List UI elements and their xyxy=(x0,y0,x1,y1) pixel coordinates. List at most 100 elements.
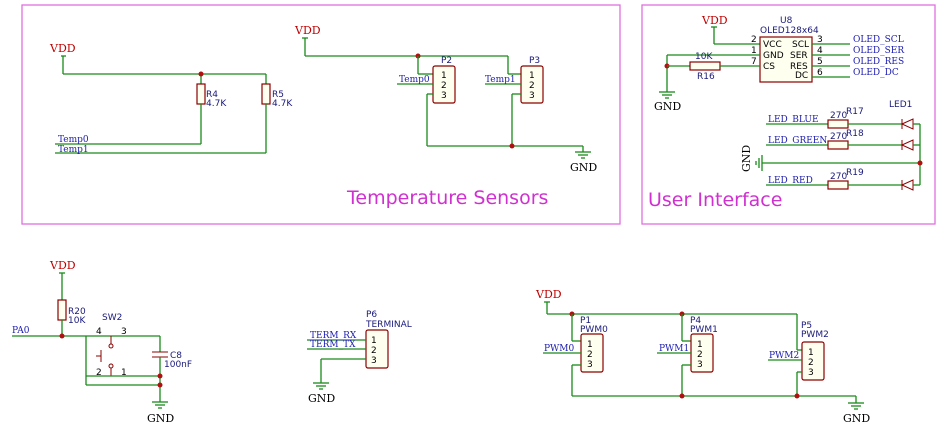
sw2-pin4: 4 xyxy=(96,327,102,337)
net-label-pa0: PA0 xyxy=(12,326,30,336)
p5-pin2: 2 xyxy=(808,358,814,368)
r5-resistor xyxy=(261,83,271,105)
sw2-pin2: 2 xyxy=(96,368,102,378)
p5-ref: P5 xyxy=(801,321,812,331)
c8-value: 100nF xyxy=(164,360,192,370)
oled-pin-vcc: VCC xyxy=(763,40,782,50)
p3-pin1: 1 xyxy=(529,71,535,81)
net-pwm0: PWM0 xyxy=(544,344,575,354)
oled-num-7: 7 xyxy=(751,57,757,67)
junction-dot xyxy=(157,373,163,379)
r19-resistor xyxy=(827,180,849,190)
r4-resistor xyxy=(196,83,206,105)
oled-pin-gnd: GND xyxy=(763,51,784,61)
junction-dot xyxy=(198,71,204,77)
p2-pin2: 2 xyxy=(441,81,447,91)
p6-pin2: 2 xyxy=(371,346,377,356)
sw2-pin3: 3 xyxy=(121,327,127,337)
net-oled-scl: OLED_SCL xyxy=(853,35,904,45)
net-label-temp1-left: Temp1 xyxy=(58,145,89,155)
p4-pin1: 1 xyxy=(697,340,703,350)
p6-ref: P6 xyxy=(366,310,377,320)
r17-ref: R17 xyxy=(846,107,864,117)
gnd-symbol-led xyxy=(755,155,763,171)
p5-pin1: 1 xyxy=(808,348,814,358)
sw2-switch xyxy=(96,336,114,376)
gnd-label-temp: GND xyxy=(570,161,597,174)
net-pwm1: PWM1 xyxy=(659,344,689,354)
net-led-red: LED_RED xyxy=(768,176,813,186)
vdd-label-ui: VDD xyxy=(701,14,728,27)
gnd-symbol-bottom-left xyxy=(152,401,168,409)
net-led-blue: LED_BLUE xyxy=(768,115,819,125)
oled-num-2: 2 xyxy=(751,35,757,45)
net-oled-dc: OLED_DC xyxy=(853,68,899,78)
r20-ref: R20 xyxy=(68,307,86,317)
r20-resistor xyxy=(57,299,67,321)
p4-ref: P4 xyxy=(690,316,701,326)
r4-value: 4.7K xyxy=(206,99,227,109)
net-label-temp1-p3: Temp1 xyxy=(485,75,516,85)
vdd-label-bottom-left: VDD xyxy=(49,259,76,272)
junction-dot xyxy=(509,143,515,149)
r19-value: 270 xyxy=(830,172,847,182)
p6-connector xyxy=(365,329,389,369)
r16-resistor xyxy=(689,61,721,71)
p1-value: PWM0 xyxy=(580,325,608,335)
p3-ref: P3 xyxy=(529,56,540,66)
gnd-symbol-ui xyxy=(659,91,675,99)
oled-pin-res: RES xyxy=(790,62,808,72)
net-oled-ser: OLED_SER xyxy=(853,46,904,56)
r16-value: 10K xyxy=(695,52,713,62)
p1-ref: P1 xyxy=(580,316,591,326)
vdd-label-pwm: VDD xyxy=(535,288,562,301)
sw2-pin1: 1 xyxy=(121,368,127,378)
r17-value: 270 xyxy=(830,111,847,121)
u8-value: OLED128x64 xyxy=(760,26,819,36)
vdd-label-temp-right: VDD xyxy=(294,24,321,37)
oled-pin-ser: SER xyxy=(790,51,808,61)
r19-ref: R19 xyxy=(846,168,864,178)
p2-pin1: 1 xyxy=(441,71,447,81)
p4-pin3: 3 xyxy=(697,360,703,370)
p3-pin2: 2 xyxy=(529,81,535,91)
p5-value: PWM2 xyxy=(801,330,829,340)
p4-value: PWM1 xyxy=(690,325,718,335)
c8-capacitor xyxy=(152,351,168,358)
p5-pin3: 3 xyxy=(808,368,814,378)
p5-connector xyxy=(801,341,825,381)
r5-ref: R5 xyxy=(272,90,284,100)
gnd-symbol-temp xyxy=(575,151,591,159)
oled-num-6: 6 xyxy=(817,68,823,78)
oled-num-1: 1 xyxy=(751,46,757,56)
p1-pin3: 3 xyxy=(587,360,593,370)
gnd-symbol-terminal xyxy=(313,382,329,390)
oled-num-3: 3 xyxy=(817,35,823,45)
r20-value: 10K xyxy=(68,316,86,326)
p4-pin2: 2 xyxy=(697,350,703,360)
temperature-section-title: Temperature Sensors xyxy=(346,187,548,209)
net-term-tx: TERM_TX xyxy=(310,340,356,350)
oled-num-4: 4 xyxy=(817,46,823,56)
r4-ref: R4 xyxy=(206,90,218,100)
net-label-temp0-left: Temp0 xyxy=(58,135,89,145)
junction-dot xyxy=(157,382,163,388)
gnd-label-pwm: GND xyxy=(843,412,870,425)
p6-pin1: 1 xyxy=(371,336,377,346)
p3-pin3: 3 xyxy=(529,91,535,101)
p2-pin3: 3 xyxy=(441,91,447,101)
junction-dot xyxy=(917,160,923,166)
junction-dot xyxy=(794,393,800,399)
r5-value: 4.7K xyxy=(272,99,293,109)
junction-dot xyxy=(59,333,65,339)
oled-pin-cs: CS xyxy=(763,62,775,72)
oled-module xyxy=(759,36,813,83)
net-pwm2: PWM2 xyxy=(769,351,799,361)
p6-value: TERMINAL xyxy=(365,320,412,330)
oled-pin-dc: DC xyxy=(795,71,808,81)
ui-section-frame xyxy=(641,4,936,225)
oled-pin-scl: SCL xyxy=(792,40,809,50)
r18-ref: R18 xyxy=(846,129,864,139)
